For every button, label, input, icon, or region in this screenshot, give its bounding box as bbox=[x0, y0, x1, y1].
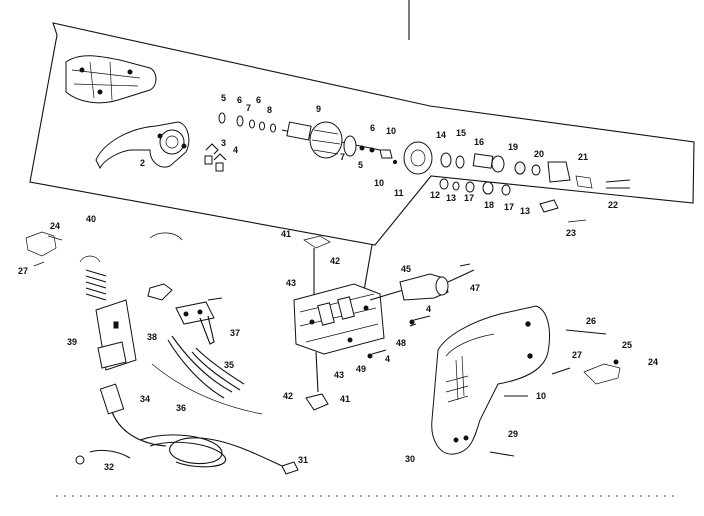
lbl-4b: 4 bbox=[426, 304, 431, 314]
lbl-40: 40 bbox=[86, 214, 96, 224]
armature-part bbox=[281, 121, 381, 159]
gear-housing-part bbox=[379, 141, 433, 175]
lbl-22: 22 bbox=[608, 200, 618, 210]
pin-part bbox=[565, 329, 607, 335]
lbl-32: 32 bbox=[104, 462, 114, 472]
gearbox-block bbox=[293, 235, 411, 411]
spring-part bbox=[79, 255, 107, 301]
power-cord-part bbox=[75, 383, 299, 475]
brush-arm-part bbox=[95, 121, 190, 170]
lbl-37: 37 bbox=[230, 328, 240, 338]
lbl-4a: 4 bbox=[233, 145, 238, 155]
leader-23 bbox=[567, 219, 587, 223]
lbl-17b: 17 bbox=[504, 202, 514, 212]
field-housing-part bbox=[65, 55, 157, 104]
lbl-47: 47 bbox=[470, 283, 480, 293]
lbl-18: 18 bbox=[484, 200, 494, 210]
nose-piece-part bbox=[551, 359, 621, 385]
lbl-7a: 7 bbox=[246, 103, 251, 113]
lbl-48: 48 bbox=[396, 338, 406, 348]
lbl-19: 19 bbox=[508, 142, 518, 152]
lbl-43a: 43 bbox=[286, 278, 296, 288]
lbl-15: 15 bbox=[456, 128, 466, 138]
lbl-42a: 42 bbox=[330, 256, 340, 266]
motor-assembly-panel bbox=[29, 22, 695, 246]
lbl-39: 39 bbox=[67, 337, 77, 347]
lbl-5b: 5 bbox=[358, 160, 363, 170]
spindle-part bbox=[399, 263, 475, 301]
lbl-20: 20 bbox=[534, 149, 544, 159]
lbl-25: 25 bbox=[622, 340, 632, 350]
lbl-4c: 4 bbox=[385, 354, 390, 364]
lbl-13b: 13 bbox=[520, 206, 530, 216]
brush-springs bbox=[204, 143, 227, 172]
switch-part bbox=[95, 299, 137, 371]
lbl-43b: 43 bbox=[334, 370, 344, 380]
lbl-31: 31 bbox=[298, 455, 308, 465]
cord-guard-parts bbox=[151, 335, 263, 415]
lbl-10a: 10 bbox=[386, 126, 396, 136]
lbl-24a: 24 bbox=[50, 221, 60, 231]
lbl-45: 45 bbox=[401, 264, 411, 274]
lbl-9: 9 bbox=[316, 104, 321, 114]
screws-right bbox=[489, 395, 528, 457]
lbl-7b: 7 bbox=[340, 152, 345, 162]
trigger-part bbox=[147, 232, 223, 345]
lbl-38: 38 bbox=[147, 332, 157, 342]
lbl-27b: 27 bbox=[572, 350, 582, 360]
lbl-35: 35 bbox=[224, 360, 234, 370]
lbl-11: 11 bbox=[394, 188, 404, 198]
lbl-16: 16 bbox=[474, 137, 484, 147]
lbl-26: 26 bbox=[586, 316, 596, 326]
lbl-29: 29 bbox=[508, 429, 518, 439]
lbl-6b: 6 bbox=[256, 95, 261, 105]
lbl-10b: 10 bbox=[374, 178, 384, 188]
lbl-41a: 41 bbox=[281, 229, 291, 239]
lbl-8: 8 bbox=[267, 105, 272, 115]
lbl-30: 30 bbox=[405, 454, 415, 464]
lbl-24b: 24 bbox=[648, 357, 658, 367]
lbl-36: 36 bbox=[176, 403, 186, 413]
lbl-10c: 10 bbox=[536, 391, 546, 401]
lbl-3: 3 bbox=[221, 138, 226, 148]
lbl-42b: 42 bbox=[283, 391, 293, 401]
lbl-49: 49 bbox=[356, 364, 366, 374]
lbl-27a: 27 bbox=[18, 266, 28, 276]
lbl-12: 12 bbox=[430, 190, 440, 200]
lbl-17a: 17 bbox=[464, 193, 474, 203]
part-number-labels: 2 3 4 5 6 7 6 8 9 6 10 7 5 10 11 14 15 1… bbox=[18, 93, 658, 472]
lbl-5a: 5 bbox=[221, 93, 226, 103]
housing-half-part bbox=[431, 305, 550, 455]
lbl-2: 2 bbox=[140, 158, 145, 168]
lbl-23: 23 bbox=[566, 228, 576, 238]
lbl-6a: 6 bbox=[237, 95, 242, 105]
lbl-6c: 6 bbox=[370, 123, 375, 133]
lbl-13a: 13 bbox=[446, 193, 456, 203]
gear-train-parts bbox=[439, 152, 631, 213]
switch-cover-part bbox=[25, 231, 63, 267]
lbl-21: 21 bbox=[578, 152, 588, 162]
lbl-14: 14 bbox=[436, 130, 446, 140]
lbl-34: 34 bbox=[140, 394, 150, 404]
small-washers-row bbox=[218, 112, 276, 133]
screws-center bbox=[367, 315, 431, 359]
lbl-41b: 41 bbox=[340, 394, 350, 404]
